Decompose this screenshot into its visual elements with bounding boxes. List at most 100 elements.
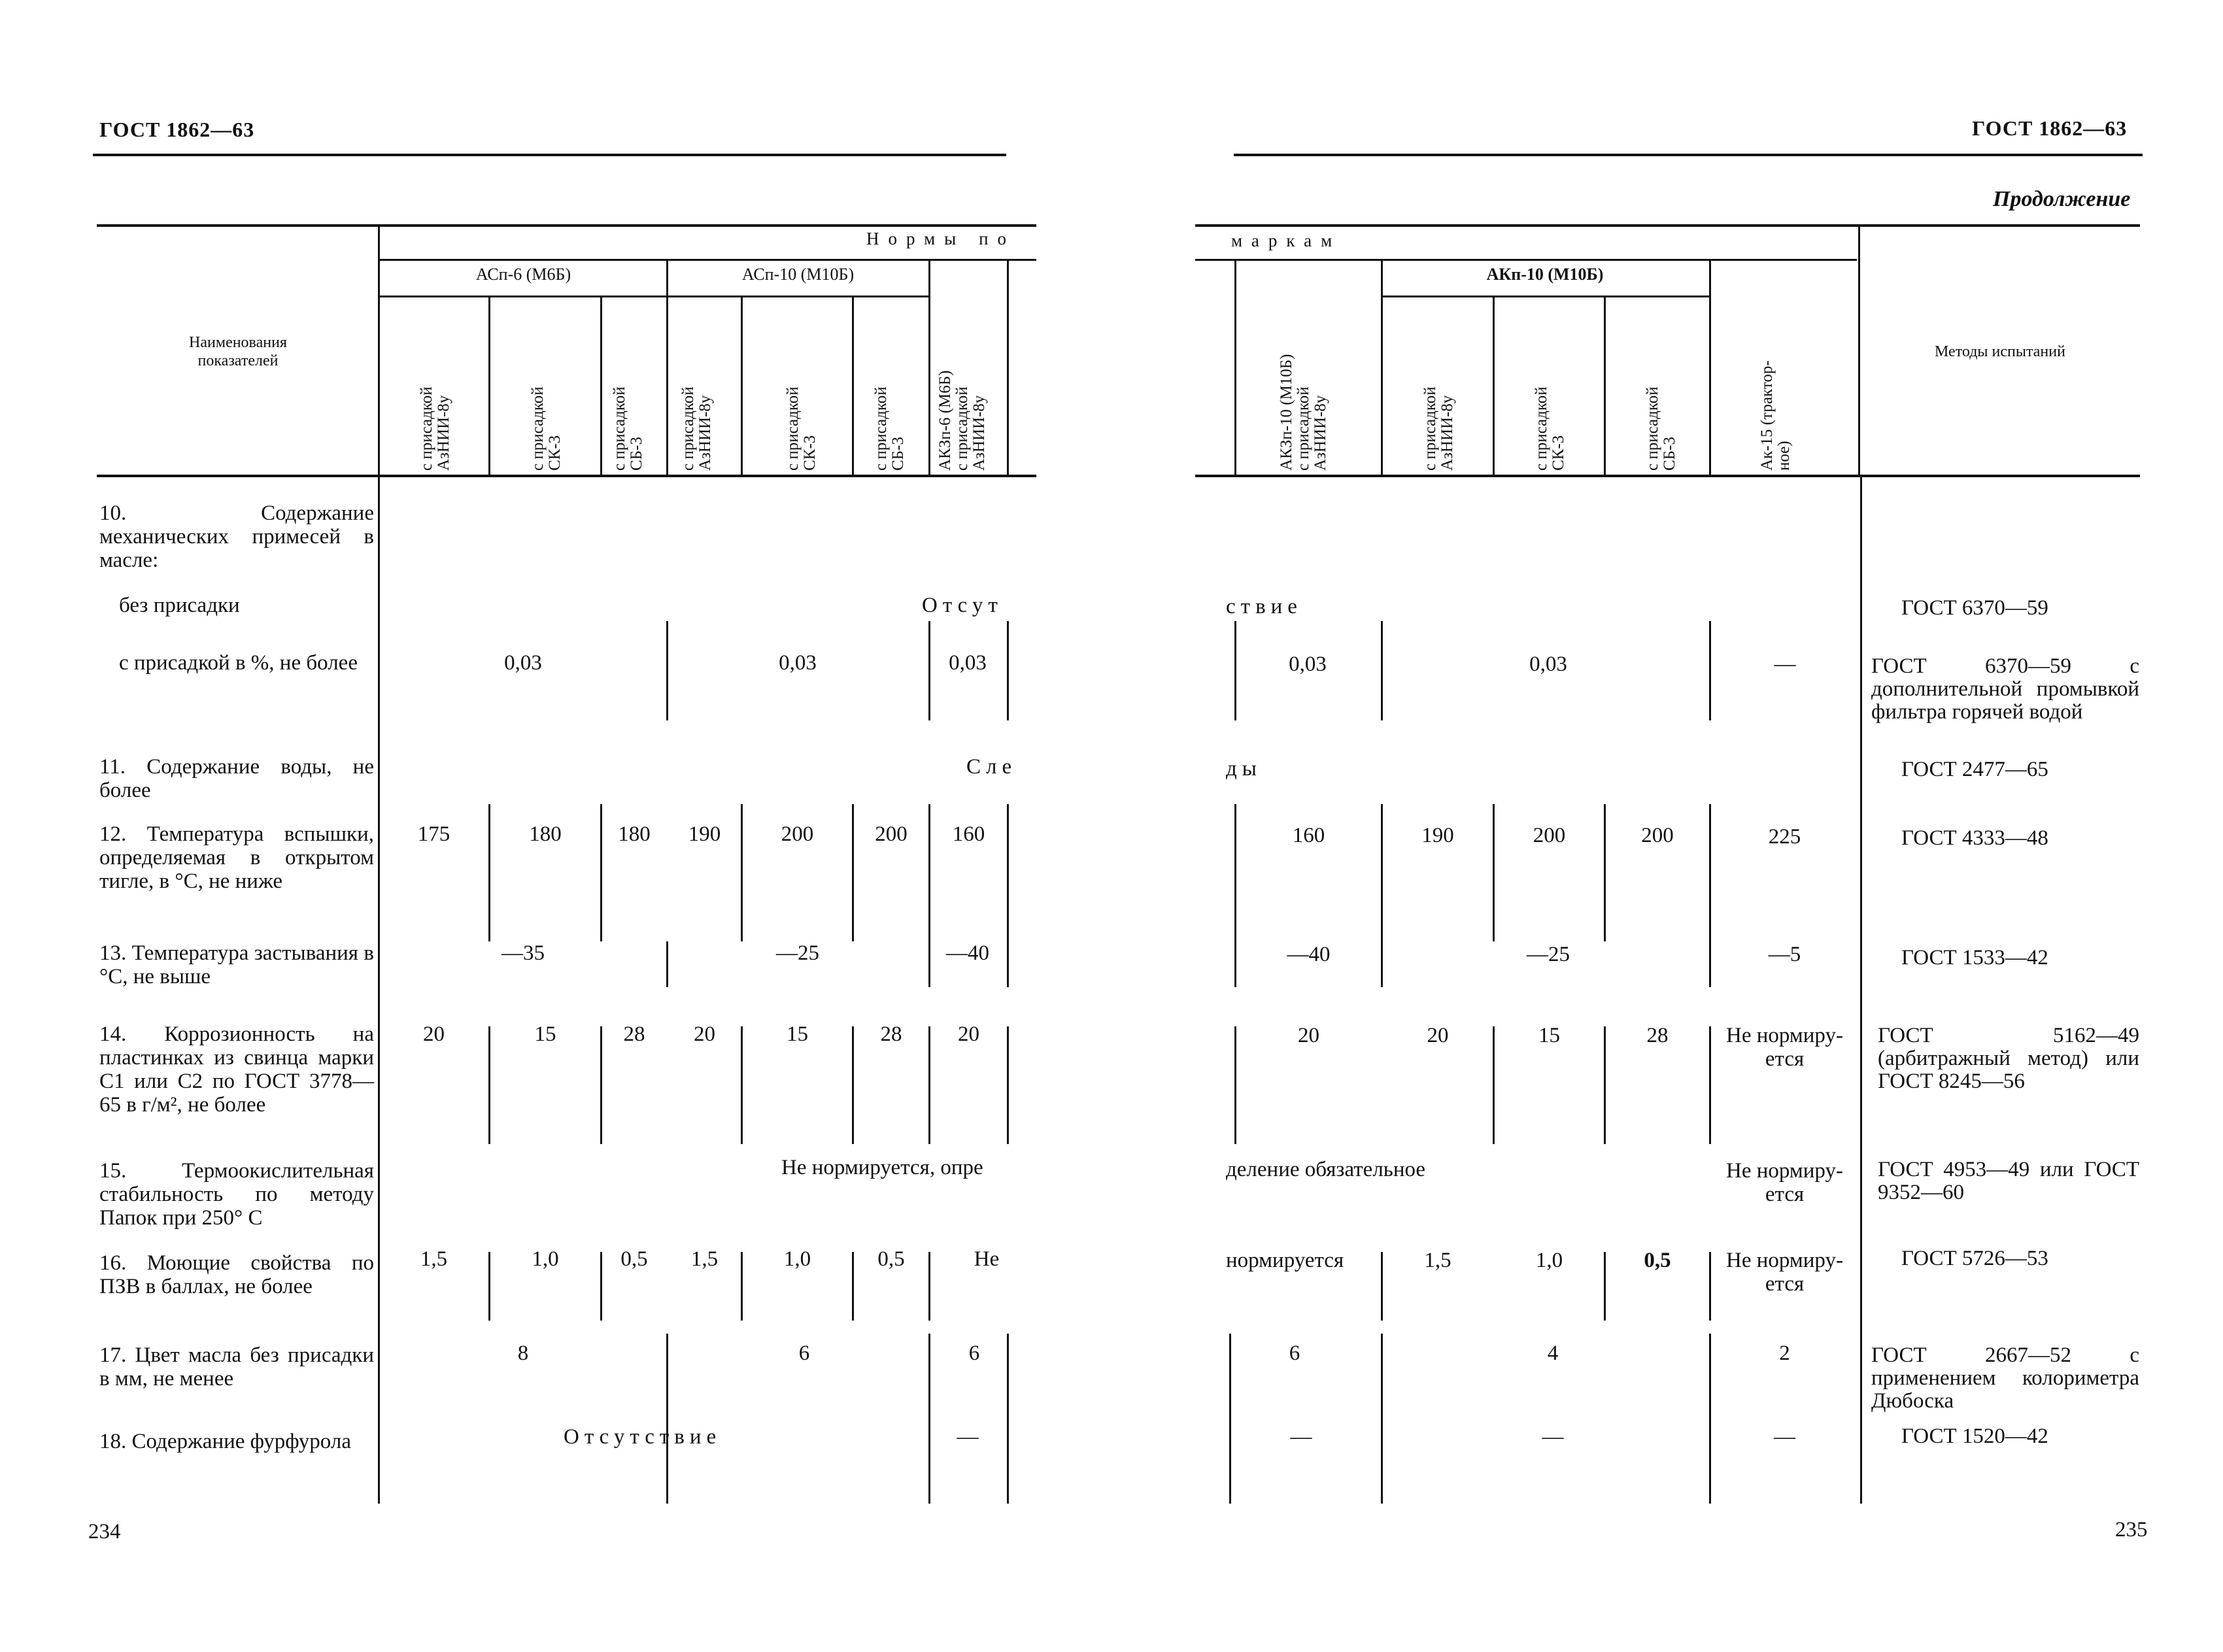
row16-value: 0,5 xyxy=(877,1247,905,1271)
row16-label: 16. Моющие свойства по ПЗВ в баллах, не … xyxy=(99,1251,374,1298)
hdr-divider xyxy=(1604,297,1606,475)
row13-value: —25 xyxy=(776,941,819,965)
row10b-value: 0,03 xyxy=(504,651,542,675)
row14-value: 15 xyxy=(534,1022,556,1046)
row10a-span-right: ствие xyxy=(1226,595,1302,618)
row12-divider xyxy=(1007,804,1009,941)
row12-value: 200 xyxy=(1641,824,1674,847)
subcol-asp10-azinii: с присадкой АзНИИ-8у xyxy=(679,386,714,471)
row13-value: —5 xyxy=(1768,943,1801,966)
row12-divider xyxy=(1381,804,1383,941)
row16-value: 0,5 xyxy=(1644,1249,1671,1272)
subcol-asp6-azinii: с присадкой АзНИИ-8у xyxy=(418,386,452,471)
subcol-asp10-sb3: с присадкой СБ-3 xyxy=(872,386,907,471)
spread-heading-right: маркам xyxy=(1231,231,1342,250)
row14-divider xyxy=(1234,1026,1236,1144)
row10b-divider xyxy=(1709,621,1711,720)
row17-value: 8 xyxy=(517,1341,529,1365)
hdr-divider xyxy=(852,297,854,475)
right-header-bottom-rule xyxy=(1195,475,2140,477)
row17-value: 6 xyxy=(1289,1341,1300,1365)
subcol-asp10-sk3: с присадкой СК-3 xyxy=(784,386,819,471)
left-page-header: ГОСТ 1862—63 xyxy=(99,118,255,141)
row13-method: ГОСТ 1533—42 xyxy=(1901,946,2048,969)
row12-value: 180 xyxy=(529,822,562,846)
row16-divider xyxy=(1381,1252,1383,1321)
row16-span-right: нормируется xyxy=(1226,1249,1344,1272)
right-header-rule xyxy=(1234,154,2143,156)
row12-value: 180 xyxy=(618,822,651,846)
row14-divider xyxy=(928,1026,930,1144)
row10b-value: 0,03 xyxy=(779,651,817,675)
row17-method: ГОСТ 2667—52 с применением колориметра Д… xyxy=(1871,1343,2139,1413)
row16-divider xyxy=(741,1252,743,1321)
hdr-divider xyxy=(378,226,380,475)
row14-value: 20 xyxy=(1298,1024,1319,1047)
row13-value: —40 xyxy=(946,941,989,965)
group-akp10: АКп-10 (М10Б) xyxy=(1486,265,1604,284)
body-divider-names xyxy=(378,477,380,1504)
row10b-method: ГОСТ 6370—59 с дополнительной промывкой … xyxy=(1871,654,2139,724)
row16-divider xyxy=(928,1252,930,1321)
row10b-divider xyxy=(666,621,668,720)
row15-label: 15. Термоокислительная стабильность по м… xyxy=(99,1159,374,1230)
col-header-names: Наименования показателей xyxy=(189,334,287,369)
row14-value: 20 xyxy=(694,1022,715,1046)
row14-value: 20 xyxy=(958,1022,979,1046)
row18-label: 18. Содержание фурфурола xyxy=(99,1430,351,1453)
row17-value: 6 xyxy=(968,1341,980,1365)
right-norms-rule xyxy=(1195,259,1857,261)
row12-value: 225 xyxy=(1768,825,1801,849)
right-page-header: ГОСТ 1862—63 xyxy=(1972,116,2128,140)
subcol-asp6-sb3: с присадкой СБ-3 xyxy=(611,386,645,471)
row14-value: 28 xyxy=(1646,1024,1669,1047)
right-table-top-rule xyxy=(1195,224,2140,227)
row14-value: 20 xyxy=(423,1022,445,1046)
row11-label: 11. Содержание воды, не более xyxy=(99,755,374,802)
hdr-divider xyxy=(741,297,743,475)
row17-divider xyxy=(1709,1334,1711,1504)
row13-label: 13. Температура застывания в °С, не выше xyxy=(99,941,374,988)
subcol-akp10-azinii: с присадкой АзНИИ-8у xyxy=(1421,386,1456,471)
row12-method: ГОСТ 4333—48 xyxy=(1901,826,2048,850)
row12-divider xyxy=(1709,804,1711,941)
row12-label: 12. Температура вспышки, определяемая в … xyxy=(99,822,374,893)
row12-value: 200 xyxy=(875,822,908,846)
row13-divider xyxy=(1381,941,1383,987)
row10b-divider xyxy=(1234,621,1236,720)
row18-method: ГОСТ 1520—42 xyxy=(1901,1424,2048,1448)
row16-divider xyxy=(1709,1252,1711,1321)
row14-value: 28 xyxy=(623,1022,645,1046)
row15-note: Не нормиру- ется xyxy=(1726,1159,1843,1206)
row16-value: 1,0 xyxy=(1535,1249,1563,1272)
row11-span-right: ды xyxy=(1226,757,1262,781)
row10a-method: ГОСТ 6370—59 xyxy=(1901,596,2048,620)
row12-divider xyxy=(1604,804,1606,941)
row16-value: 1,5 xyxy=(1424,1249,1451,1272)
row13-divider xyxy=(666,941,668,987)
row18-value: — xyxy=(957,1425,979,1449)
col-header-methods: Методы испытаний xyxy=(1935,343,2065,360)
row10b-divider xyxy=(1381,621,1383,720)
hdr-divider xyxy=(666,259,668,475)
row16-note: Не нормиру- ется xyxy=(1726,1249,1843,1296)
row14-value: 28 xyxy=(880,1022,902,1046)
row14-divider xyxy=(1604,1026,1606,1144)
row14-label: 14. Коррозионность на пластинках из свин… xyxy=(99,1022,374,1117)
row14-divider xyxy=(1007,1026,1009,1144)
row18-value: — xyxy=(1774,1425,1795,1449)
row15-span-right: деление обязательное xyxy=(1226,1158,1426,1181)
group-rule-right xyxy=(1381,295,1709,297)
row12-divider xyxy=(1234,804,1236,941)
row14-value: 15 xyxy=(787,1022,808,1046)
row12-divider xyxy=(488,804,490,941)
row13-divider xyxy=(1709,941,1711,987)
row14-divider xyxy=(1709,1026,1711,1144)
row10b-value: 0,03 xyxy=(1289,652,1327,676)
left-header-rule xyxy=(93,154,1006,156)
group-asp10: АСп-10 (М10Б) xyxy=(741,265,855,284)
row17-divider xyxy=(1007,1334,1009,1504)
row10a-label: без присадки xyxy=(119,594,240,617)
row12-value: 200 xyxy=(1533,824,1566,847)
row12-divider xyxy=(928,804,930,941)
